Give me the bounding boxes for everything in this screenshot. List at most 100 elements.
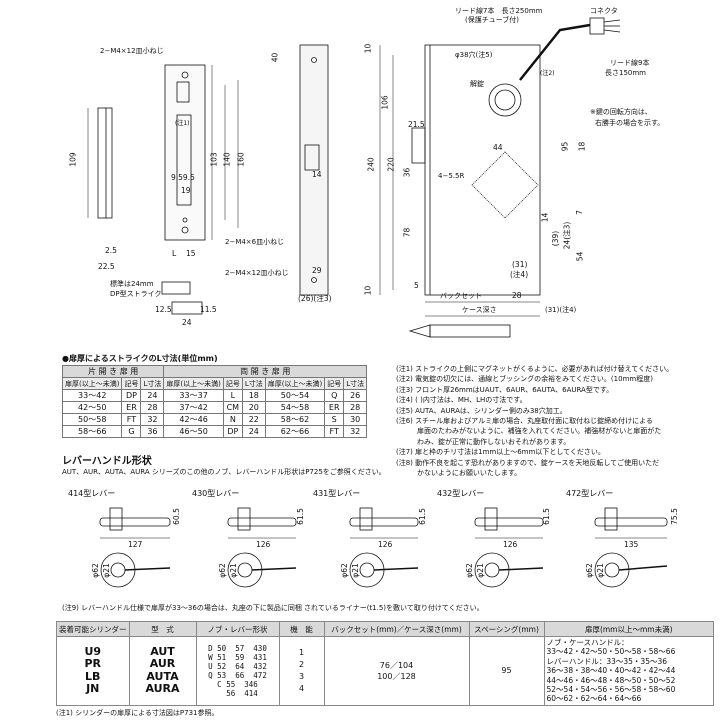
dim-15: 15 (186, 249, 196, 258)
dim-22-5: 22.5 (98, 262, 115, 271)
dim-29: 29 (312, 266, 322, 275)
hole-label: φ38穴(注5) (455, 51, 493, 59)
dim-39: (39) (551, 230, 561, 247)
key-note-2: 右勝手の場合を示す。 (595, 119, 665, 127)
strike-dp-label: DP型ストライク (110, 290, 162, 298)
thickness-cell: ノブ・ケースハンドル： 33〜42・42〜50・50〜58・58〜66 レバーハ… (543, 636, 714, 706)
phi21-label: φ21 (350, 563, 360, 578)
note-line: (注6) スチール扉およびアルミ扉の場合、丸座取付面に取付ねじ錠締め付けによる (396, 417, 653, 426)
dim-21-5: 21.5 (408, 120, 425, 129)
lead7-label: リード線7本 長さ250mm (455, 7, 543, 15)
dim-24: 24 (182, 318, 192, 327)
strike-plate-front (164, 64, 206, 241)
col-model: 型 式 (128, 621, 197, 637)
connector-label: コネクタ (590, 7, 618, 15)
dim-19: 19 (181, 186, 191, 195)
col-spacing: スペーシング(mm) (468, 621, 545, 637)
phi62-label: φ62 (217, 563, 227, 578)
phi62-label: φ62 (584, 563, 594, 578)
lever-height-430: 61.5 (295, 508, 305, 525)
dim-14: 14 (312, 170, 322, 179)
phi21-label: φ21 (595, 563, 605, 578)
lever-width-430: 126 (256, 540, 271, 549)
lever-width-432: 126 (503, 540, 518, 549)
phi62-label: φ62 (90, 563, 100, 578)
strike-magnet (176, 81, 190, 103)
dim-140: 140 (222, 152, 232, 167)
note9: (注9) レバーハンドル仕様で扉厚が33〜36の場合は、丸座の下に製品に同梱 さ… (62, 604, 484, 612)
dim-44: 44 (493, 143, 503, 152)
lock-case (424, 44, 541, 296)
function-cell: 1 2 3 4 (278, 636, 325, 706)
strike-right-group: 両 開 き 扉 用 (163, 365, 368, 378)
shape-cell: D 50 57 430 W 51 59 431 U 52 64 432 Q 53… (195, 636, 280, 706)
lever-height-414: 60.5 (171, 508, 181, 525)
lever-472-drawing (594, 507, 668, 588)
lever-section-subtitle: AUT、AUR、AUTA、AURA シリーズのこの他のノブ、レバーハンドル形状は… (62, 468, 386, 476)
strike-std-label: 標準は24mm (110, 280, 154, 288)
lever-width-414: 127 (128, 540, 143, 549)
lever-414-drawing (99, 507, 171, 588)
cylinder-cell: U9 PR LB JN (56, 636, 130, 706)
lever-432-drawing (474, 507, 544, 588)
lead9-label: リード線9本 (610, 59, 650, 67)
lever-name-432: 432型レバー (437, 489, 485, 498)
strike-side-profile (97, 107, 113, 219)
tube-label: (保護チューブ付) (465, 16, 520, 24)
strike-table-title: ●扉厚によるストライクのL寸法(単位mm) (62, 354, 218, 363)
lever-width-431: 126 (378, 540, 393, 549)
screw-label-mid: 2−M4×6皿小ねじ (225, 238, 285, 246)
note-line: かないようにお願いいたします。 (396, 469, 522, 478)
model-cell: AUT AUR AUTA AURA (128, 636, 197, 706)
lever-height-472: 75.5 (669, 508, 679, 525)
dim-26: (26)(注3) (298, 294, 332, 303)
phi21-label: φ21 (101, 563, 111, 578)
note-line: (注1) ストライクの上側にマグネットがくるように、必要があれば付け替えてくださ… (396, 365, 674, 373)
lever-name-431: 431型レバー (313, 489, 361, 498)
notes-block: (注1) ストライクの上側にマグネットがくるように、必要があれば付け替えてくださ… (396, 364, 673, 478)
col-function: 機 能 (278, 621, 325, 637)
lever-height-432: 61.5 (541, 508, 551, 525)
note-line: (注3) フロント厚26mmはUAUT、6AUR、6AUTA、6AURA型です。 (396, 385, 614, 394)
phi62-label: φ62 (339, 563, 349, 578)
backset-cell: 76／104 100／128 (323, 636, 470, 706)
note-line: (注8) 動作不良を起こす恐れがありますので、錠ケースを天地反転してご使用いただ (396, 458, 660, 467)
dim-L: L (172, 249, 177, 258)
dim-40: 40 (270, 52, 280, 63)
lever-name-430: 430型レバー (192, 489, 240, 498)
dp-strike-plan (161, 281, 191, 295)
dim-106: 106 (380, 95, 390, 110)
dim-note4: (注4) (510, 270, 529, 279)
lever-430-drawing (227, 507, 297, 588)
latch-side (411, 127, 426, 164)
dim-28: 28 (512, 291, 522, 300)
table-row: U9 PR LB JN AUT AUR AUTA AURA D 50 57 43… (56, 636, 714, 706)
dim-18: 18 (577, 141, 587, 152)
knob-square (471, 151, 539, 219)
col-shape: ノブ・レバー形状 (195, 621, 280, 637)
dim-12-5: 12.5 (155, 305, 172, 314)
col-thickness: 扉厚(mm以上〜mm未満) (543, 621, 714, 637)
latch-bolt (304, 144, 320, 171)
strike-left-group: 片 開 き 扉 用 (61, 365, 165, 378)
spec-table: 装着可能シリンダー 型 式 ノブ・レバー形状 機 能 バックセット(mm)／ケー… (56, 621, 714, 706)
r55-label: 4−5.5R (438, 172, 465, 180)
dim-31: (31) (512, 260, 528, 269)
dim-78: 78 (402, 227, 412, 238)
lever-431-drawing (349, 507, 419, 588)
case-depth-label: ケース深さ (462, 306, 497, 314)
note4-label: (31)(注4) (545, 306, 577, 314)
lever-section-title: レバーハンドル形状 (62, 456, 152, 467)
dim-95: 95 (560, 141, 570, 152)
dim-240: 240 (366, 157, 376, 172)
screw-label-top: 2−M4×12皿小ねじ (100, 47, 164, 55)
dim-220: 220 (386, 157, 396, 172)
dim-14b: 14 (540, 212, 550, 223)
dim-7: 7 (574, 210, 584, 215)
cylinder-circle (488, 83, 522, 117)
note-line: (注5) AUTA、AURAは、シリンダー側のみ38穴加工。 (396, 406, 567, 415)
note1-label: (注1) (175, 120, 190, 127)
